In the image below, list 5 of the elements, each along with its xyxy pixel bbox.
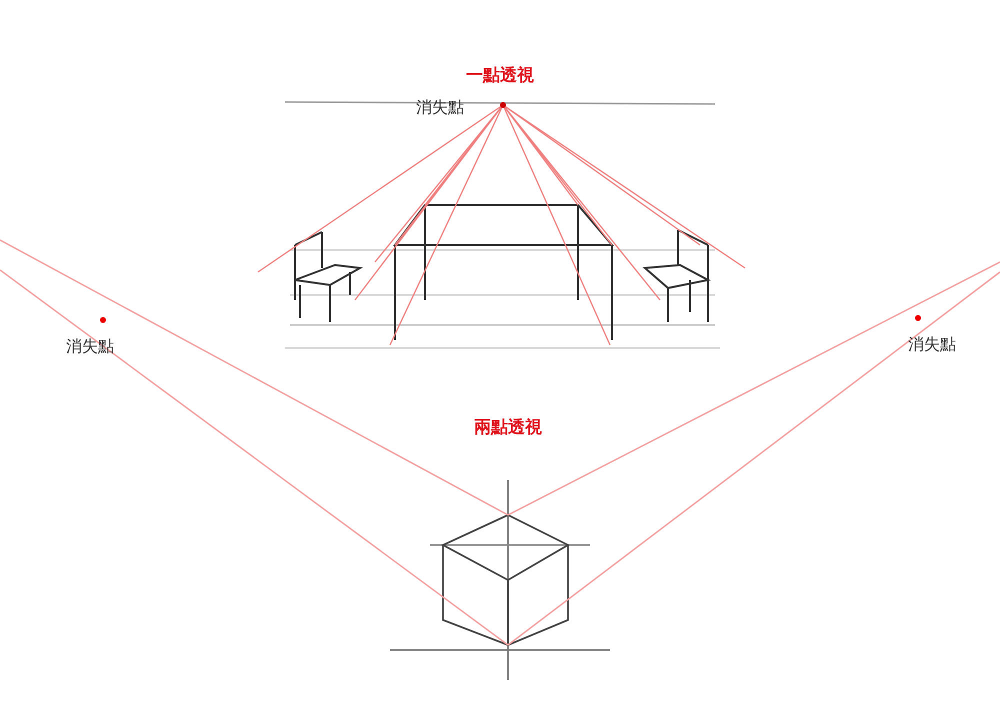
vanishing-point-label: 消失點 [908, 334, 956, 356]
vanishing-point-label: 消失點 [66, 336, 114, 358]
vanishing-point-label: 消失點 [416, 98, 464, 118]
panel-heading: 兩點透視 [474, 416, 542, 438]
panel-heading: 一點透視 [466, 64, 534, 86]
